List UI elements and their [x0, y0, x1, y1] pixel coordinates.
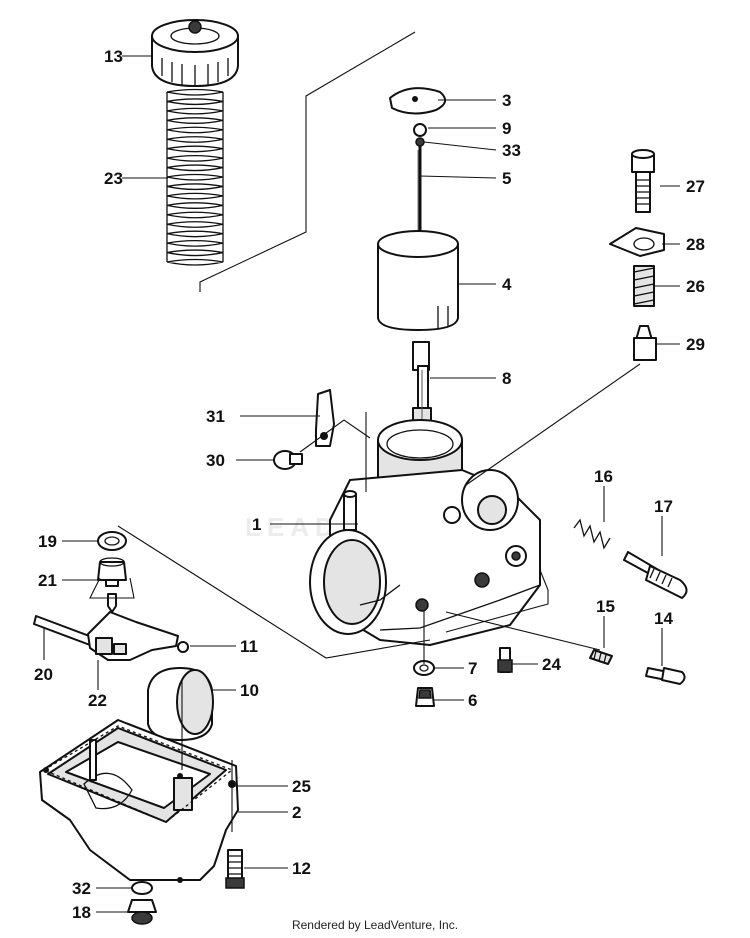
callout-labels: 13 23 3 9 33 5 4 8 27 28 26 29 31 30 1 1… [34, 47, 705, 922]
part-23-spring [166, 88, 224, 266]
callout-5: 5 [502, 169, 511, 188]
callout-29: 29 [686, 335, 705, 354]
part-31-bracket [315, 389, 335, 447]
part-13-cap [151, 19, 239, 87]
part-24-jet [497, 647, 513, 673]
part-25-gasket [42, 725, 234, 823]
leader-lines [43, 55, 680, 913]
callout-27: 27 [686, 177, 705, 196]
callout-20: 20 [34, 665, 53, 684]
part-32-washer [131, 881, 153, 895]
part-15-spring [589, 649, 613, 665]
part-28-washer [609, 227, 665, 257]
part-1-body [309, 419, 541, 646]
part-29-fitting [633, 325, 657, 361]
callout-24: 24 [542, 655, 561, 674]
part-22-float-arm [87, 611, 179, 661]
assembly-lines [89, 363, 641, 832]
callout-17: 17 [654, 497, 673, 516]
part-4-throttle-valve [377, 230, 459, 331]
callout-13: 13 [104, 47, 123, 66]
callout-14: 14 [654, 609, 673, 628]
callout-8: 8 [502, 369, 511, 388]
part-6-main-jet [415, 687, 435, 707]
callout-28: 28 [686, 235, 705, 254]
part-21-needle-valve [97, 557, 127, 613]
part-3-plate [389, 87, 447, 115]
part-8-needle-jet [412, 341, 432, 431]
part-30-screw [273, 450, 303, 470]
callout-21: 21 [38, 571, 57, 590]
callout-18: 18 [72, 903, 91, 922]
callout-2: 2 [292, 803, 301, 822]
footer-credit: Rendered by LeadVenture, Inc. [291, 918, 459, 932]
callout-11: 11 [240, 637, 258, 656]
callout-3: 3 [502, 91, 511, 110]
part-16-spring [573, 518, 611, 550]
callout-22: 22 [88, 691, 107, 710]
callout-12: 12 [292, 859, 311, 878]
callout-30: 30 [206, 451, 225, 470]
callout-15: 15 [596, 597, 615, 616]
part-12-screw [225, 849, 245, 889]
part-27-adjuster [631, 149, 655, 213]
part-14-idle-screw [645, 667, 686, 685]
part-17-air-screw [623, 551, 688, 599]
callout-7: 7 [468, 659, 477, 678]
callout-31: 31 [206, 407, 225, 426]
part-19-oring [97, 531, 127, 551]
callout-4: 4 [502, 275, 512, 294]
part-26-spring [633, 265, 655, 307]
part-2-float-bowl [39, 719, 239, 883]
callout-33: 33 [502, 141, 521, 160]
part-10-float [147, 667, 214, 741]
callout-19: 19 [38, 532, 57, 551]
callout-25: 25 [292, 777, 311, 796]
part-11-ball [177, 641, 189, 653]
callout-9: 9 [502, 119, 511, 138]
callout-23: 23 [104, 169, 123, 188]
callout-32: 32 [72, 879, 91, 898]
callout-1: 1 [252, 515, 261, 534]
callout-26: 26 [686, 277, 705, 296]
callout-10: 10 [240, 681, 259, 700]
callout-6: 6 [468, 691, 477, 710]
part-18-drain-plug [127, 899, 157, 925]
callout-16: 16 [594, 467, 613, 486]
